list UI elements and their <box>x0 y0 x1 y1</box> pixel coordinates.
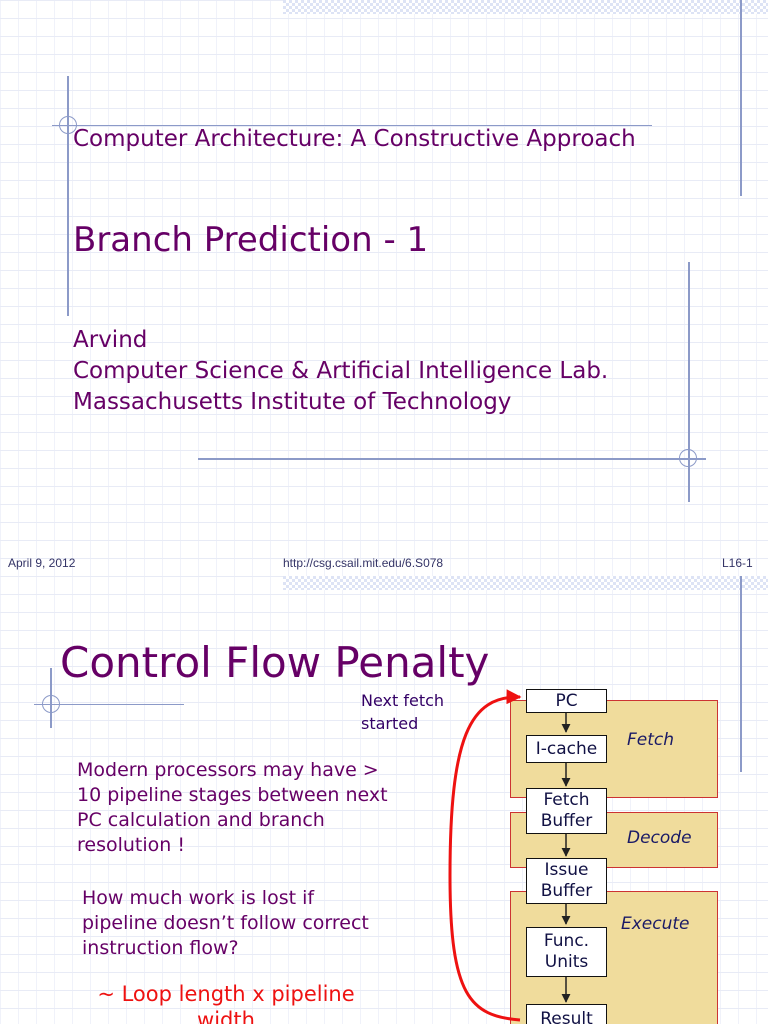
stage-label-decode: Decode <box>627 828 692 848</box>
pipeline-box-result: Result <box>526 1004 607 1024</box>
pipeline-box-icache: I-cache <box>526 735 607 763</box>
decor-horizontal-line-top <box>52 125 652 126</box>
footer-url: http://csg.csail.mit.edu/6.S078 <box>283 556 444 570</box>
pipeline-box-func-units: Func. Units <box>526 927 607 977</box>
course-title: Computer Architecture: A Constructive Ap… <box>73 126 636 152</box>
background-grid <box>0 0 768 576</box>
slide-title: Control Flow Penalty <box>60 638 490 687</box>
decor-circle-left <box>42 695 60 713</box>
answer-text: ~ Loop length x pipeline width <box>97 982 355 1024</box>
decor-circle-bottom <box>679 449 697 467</box>
decor-vertical-line-right <box>740 576 742 772</box>
next-fetch-label-line2: started <box>361 714 419 733</box>
author-institute: Massachusetts Institute of Technology <box>73 389 512 415</box>
next-fetch-label-line1: Next fetch <box>361 691 445 710</box>
pipeline-box-pc: PC <box>526 689 607 713</box>
footer-date: April 9, 2012 <box>8 556 76 570</box>
content-slide: Control Flow Penalty Modern processors m… <box>0 576 768 1024</box>
header-pattern-band <box>283 0 768 14</box>
redirect-arrow <box>448 689 522 1022</box>
footer-slide-number: L16-1 <box>722 556 753 570</box>
stage-label-fetch: Fetch <box>627 730 675 750</box>
pipeline-box-issue-buffer: Issue Buffer <box>526 858 607 904</box>
title-slide: Computer Architecture: A Constructive Ap… <box>0 0 768 576</box>
author-lab: Computer Science & Artificial Intelligen… <box>73 358 609 384</box>
decor-circle-top <box>59 116 77 134</box>
decor-vertical-line-right <box>688 262 690 502</box>
decor-horizontal-line-left <box>34 704 184 705</box>
pipeline-connectors <box>448 689 571 1022</box>
decor-vertical-line-left <box>67 76 69 316</box>
author-name: Arvind <box>73 327 148 353</box>
paragraph-work-lost: How much work is lost if pipeline doesn’… <box>82 887 369 959</box>
pipeline-box-fetch-buffer: Fetch Buffer <box>526 788 607 834</box>
decor-vertical-line-right-top <box>740 0 742 196</box>
decor-horizontal-line-bottom <box>198 458 706 460</box>
header-pattern-band <box>283 576 768 590</box>
lecture-title: Branch Prediction - 1 <box>73 220 429 260</box>
paragraph-pipeline-stages: Modern processors may have > 10 pipeline… <box>77 759 388 856</box>
stage-label-execute: Execute <box>621 914 690 934</box>
